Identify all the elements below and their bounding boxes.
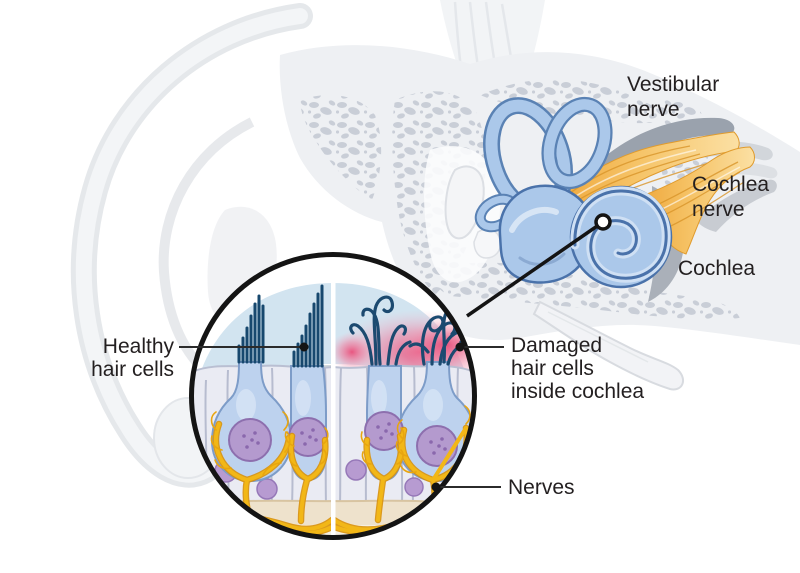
label-cochlea: Cochlea: [678, 257, 755, 280]
nuclei-speckles: [242, 422, 447, 455]
label-damaged-line3: inside cochlea: [511, 380, 644, 403]
label-healthy-line1: Healthy: [103, 335, 175, 358]
cochlea: [569, 185, 673, 289]
pinna-helix-inner: [75, 8, 308, 483]
ossicles: [444, 165, 485, 240]
label-damaged-line2: hair cells: [511, 357, 594, 380]
label-cochlea-nerve-line2: nerve: [692, 198, 745, 221]
hair-cell-nuclei: [228, 411, 458, 467]
inset-divider: [331, 254, 336, 538]
label-healthy-line2: hair cells: [91, 358, 174, 381]
label-vestibular-nerve-line2: nerve: [627, 98, 680, 121]
stereocilia-healthy: [237, 284, 324, 368]
nerve-fibrils: [210, 405, 475, 477]
leader-dot-damaged: [455, 342, 465, 352]
middle-ear: [424, 146, 502, 283]
hair-cell-highlights: [236, 380, 443, 421]
antihelix-fold: [158, 117, 255, 376]
labels: Vestibular nerve Cochlea nerve Cochlea H…: [91, 73, 769, 499]
inset-circle-border: [189, 252, 477, 540]
spongy-patch-upper-left: [300, 95, 382, 200]
label-cochlea-nerve-line1: Cochlea: [692, 173, 769, 196]
leader-cochlea-to-inset: [466, 220, 604, 318]
leader-dot-nerves: [431, 482, 441, 492]
label-nerves: Nerves: [508, 476, 575, 499]
label-damaged-line1: Damaged: [511, 334, 602, 357]
eustachian-tube: [532, 300, 685, 391]
leader-dot-cochlea: [594, 213, 612, 231]
leader-lines: [179, 213, 612, 492]
stapes: [473, 228, 502, 259]
label-vestibular-nerve-line1: Vestibular: [627, 73, 719, 96]
spongy-patch-lower-band: [430, 262, 740, 320]
leader-dot-healthy: [299, 342, 309, 352]
